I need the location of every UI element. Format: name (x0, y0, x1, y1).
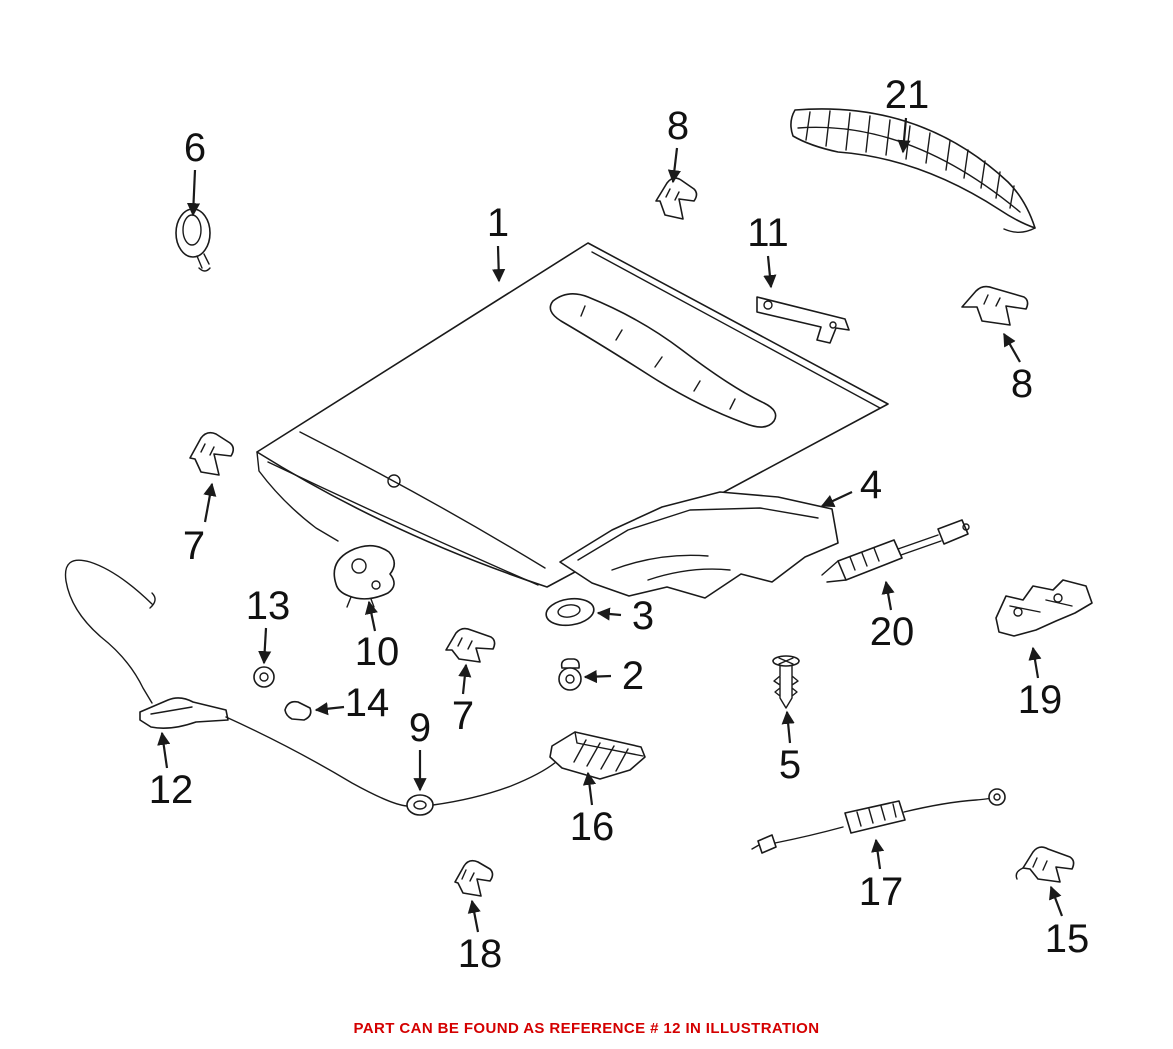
callout-arrow-21 (897, 117, 911, 154)
callout-arrow-3 (596, 607, 622, 621)
callout-label-13: 13 (245, 584, 291, 628)
callout-arrow-6 (186, 169, 201, 217)
callout-arrow-11 (763, 255, 777, 289)
callout-arrow-7b (458, 663, 472, 695)
part-hinge-10 (333, 544, 396, 608)
callout-arrow-20 (881, 580, 895, 611)
part-latch-16 (549, 731, 646, 780)
callout-arrow-5 (781, 710, 795, 744)
callout-label-3: 3 (631, 594, 655, 638)
part-cable-17 (751, 788, 1006, 854)
callout-arrow-7a (203, 482, 217, 523)
callout-label-8a: 8 (666, 104, 690, 148)
callout-arrow-18 (467, 899, 481, 933)
callout-arrow-19 (1028, 646, 1042, 679)
footer-reference-note: PART CAN BE FOUND AS REFERENCE # 12 IN I… (353, 1020, 820, 1037)
callout-label-9: 9 (408, 706, 432, 750)
callout-arrow-14 (314, 702, 345, 716)
callout-label-11: 11 (747, 211, 789, 255)
callout-label-12: 12 (148, 768, 194, 812)
callout-arrow-10 (364, 600, 378, 632)
callout-arrow-12 (157, 731, 171, 769)
part-grommet-2 (558, 658, 582, 691)
callout-label-18: 18 (457, 932, 503, 976)
callout-label-10: 10 (354, 630, 400, 674)
callout-label-19: 19 (1017, 678, 1063, 722)
callout-arrow-8b (1003, 332, 1021, 363)
callout-arrow-1 (492, 245, 506, 283)
part-clip-15 (1015, 846, 1075, 883)
callout-arrow-2 (583, 669, 612, 684)
callout-arrow-16 (582, 771, 597, 806)
callout-arrow-15 (1049, 885, 1064, 917)
callout-label-20: 20 (869, 610, 915, 654)
callout-label-2: 2 (621, 654, 645, 698)
part-bracket-19 (995, 579, 1093, 637)
part-release-cable-and-handle (64, 559, 557, 816)
part-grommet-3 (545, 597, 595, 627)
callout-arrow-17 (871, 838, 885, 870)
part-clip-14 (284, 700, 312, 721)
part-insulation-pad (559, 491, 839, 599)
callout-arrow-8a (667, 147, 681, 184)
callout-label-7b: 7 (451, 694, 475, 738)
callout-label-15: 15 (1044, 917, 1090, 961)
part-bracket-11 (756, 296, 850, 344)
callout-label-1: 1 (486, 201, 510, 245)
part-clip-18 (454, 859, 494, 897)
callout-label-5: 5 (778, 743, 802, 787)
callout-label-6: 6 (183, 126, 207, 170)
callout-label-14: 14 (344, 681, 390, 725)
part-clip-7-left (189, 431, 235, 476)
part-rivet-5 (772, 655, 800, 709)
callout-label-8b: 8 (1010, 362, 1034, 406)
callout-arrows (157, 117, 1064, 933)
callout-label-21: 21 (884, 73, 930, 117)
callout-label-16: 16 (569, 805, 615, 849)
callout-arrow-4 (820, 491, 853, 507)
part-hood (256, 242, 889, 588)
callout-label-4: 4 (859, 463, 883, 507)
callout-label-17: 17 (858, 870, 904, 914)
callout-arrow-13 (258, 627, 272, 665)
part-strut-20 (821, 519, 970, 583)
part-clip-8-right (961, 285, 1029, 326)
part-grommet-13 (253, 666, 275, 688)
part-emblem-grommet (175, 208, 211, 272)
callout-label-7a: 7 (182, 524, 206, 568)
part-grille-panel (790, 108, 1036, 233)
part-clip-7-middle (445, 627, 496, 663)
part-clip-8-top (655, 177, 698, 220)
